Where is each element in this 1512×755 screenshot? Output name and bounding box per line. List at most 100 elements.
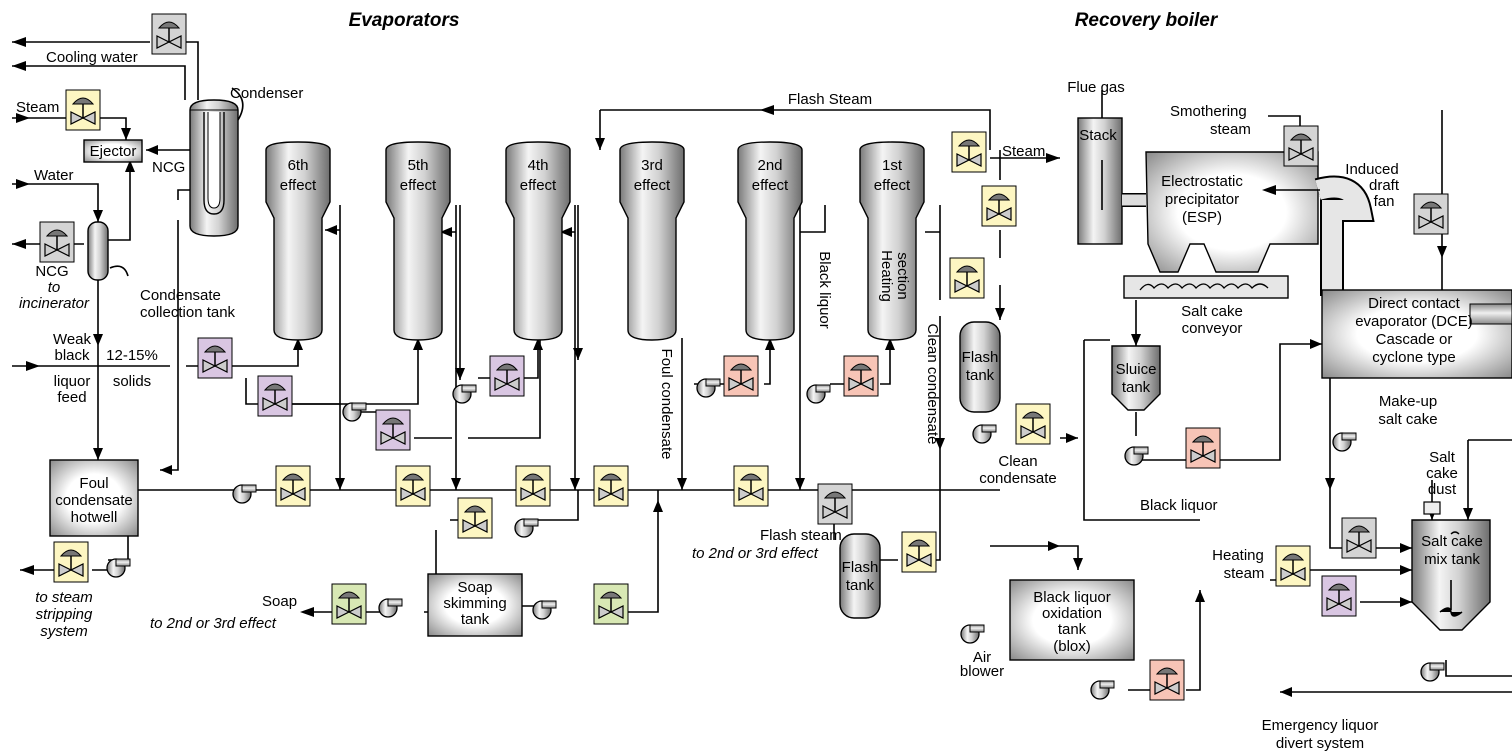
pump-7 — [696, 378, 721, 398]
control-valve-27 — [1185, 427, 1221, 469]
ejector-label: Ejector — [90, 143, 137, 160]
evaporator-effects — [265, 141, 925, 341]
clean-condensate-label-1: Clean — [998, 453, 1037, 470]
flash-tank-label-1: Flash — [962, 349, 999, 366]
flash-tank2-label-2: tank — [846, 577, 875, 594]
blower-label: blower — [960, 663, 1004, 680]
saltdust-label-2: cake — [1426, 465, 1458, 482]
effect-2-column — [737, 141, 803, 341]
ncg-to-label: to — [48, 279, 61, 296]
condensate-tank-label-2: collection tank — [140, 304, 236, 321]
stack-label: Stack — [1079, 127, 1117, 144]
electrostatic-precipitator — [1145, 151, 1319, 273]
black-liquor-vertical-label: Black liquor — [816, 251, 833, 329]
control-valve-8 — [275, 465, 311, 507]
pump-9 — [106, 558, 131, 578]
control-valve-19 — [1015, 403, 1051, 445]
effect-6-label-2: effect — [280, 177, 317, 194]
control-valve-29 — [1275, 545, 1311, 587]
control-valve-6 — [375, 409, 411, 451]
evaporators-header: Evaporators — [349, 10, 460, 31]
cooling-water-label: Cooling water — [46, 49, 138, 66]
esp-label-3: (ESP) — [1182, 209, 1222, 226]
ncg-condenser-label: NCG — [152, 159, 185, 176]
pumps — [106, 378, 1445, 700]
ejector-box — [83, 139, 143, 163]
ncg-incinerator-label: incinerator — [19, 295, 90, 312]
heating-section-label: Heating section — [878, 250, 911, 302]
black-liquor-label: Black liquor — [1140, 497, 1218, 514]
control-valve-20 — [817, 483, 853, 525]
esp-label-2: precipitator — [1165, 191, 1239, 208]
makeup-label-2: salt cake — [1378, 411, 1437, 428]
control-valve-10 — [515, 465, 551, 507]
esp-label-1: Electrostatic — [1161, 173, 1243, 190]
smothering-label-1: Smothering — [1170, 103, 1247, 120]
black-liquor-oxidation-tank — [1009, 579, 1135, 661]
sluice-label-2: tank — [1122, 379, 1151, 396]
air-label: Air — [973, 649, 991, 666]
ncg-out-label: NCG — [35, 263, 68, 280]
effect-3-label-2: effect — [634, 177, 671, 194]
effect-2-label-2: effect — [752, 177, 789, 194]
control-valve-18 — [949, 257, 985, 299]
steam-left-label: Steam — [16, 99, 59, 116]
condenser-unit — [189, 87, 244, 237]
salt-cake-conveyor — [1123, 275, 1289, 299]
to-steam-label-3: system — [40, 623, 88, 640]
foul-hotwell-label-1: Foul — [79, 475, 108, 492]
stack — [1077, 117, 1123, 245]
flash-steam-dest-label: to 2nd or 3rd effect — [692, 545, 819, 562]
feed-label: feed — [57, 389, 86, 406]
direct-contact-evaporator — [1321, 289, 1512, 379]
emergency-label-2: divert system — [1276, 735, 1364, 752]
dce-label-3: Cascade or — [1376, 331, 1453, 348]
recovery-boiler-header: Recovery boiler — [1075, 10, 1219, 31]
flash-steam-low-label: Flash steam — [760, 527, 842, 544]
soap-tank-label-2: skimming — [443, 595, 506, 612]
control-valve-25 — [1283, 125, 1319, 167]
soap-label: Soap — [262, 593, 297, 610]
svg-text:Heating: Heating — [878, 250, 895, 302]
pump-10 — [972, 424, 997, 444]
saltdust-label-3: dust — [1428, 481, 1457, 498]
control-valve-26 — [1413, 193, 1449, 235]
sluice-tank — [1111, 345, 1161, 411]
induced-label-2: draft — [1369, 177, 1400, 194]
salt-conveyor-label-2: conveyor — [1182, 320, 1243, 337]
effect-1-column — [859, 141, 925, 341]
flash-tank-right — [959, 321, 1001, 413]
control-valve-13 — [457, 497, 493, 539]
control-valve-14 — [723, 355, 759, 397]
control-valve-3 — [39, 221, 75, 263]
heating-steam-label-2: steam — [1224, 565, 1265, 582]
pump-8 — [806, 384, 831, 404]
effect-3-label-1: 3rd — [641, 157, 663, 174]
pump-12 — [1332, 432, 1357, 452]
control-valve-9 — [395, 465, 431, 507]
pump-14 — [960, 624, 985, 644]
soap-skimming-tank — [427, 573, 523, 637]
effect-6-label-1: 6th — [288, 157, 309, 174]
pump-2 — [342, 402, 367, 422]
blox-label-1: Black liquor — [1033, 589, 1111, 606]
to-steam-label-1: to steam — [35, 589, 93, 606]
control-valve-2 — [65, 89, 101, 131]
condenser-label: Condenser — [230, 85, 303, 102]
pct-solids-label: 12-15% — [106, 347, 158, 364]
effect-2-label-1: 2nd — [757, 157, 782, 174]
effect-1-label-2: effect — [874, 177, 911, 194]
liquor-label: liquor — [54, 373, 91, 390]
dce-label-1: Direct contact — [1368, 295, 1461, 312]
effect-labels: 6th effect 5th effect 4th effect 3rd eff… — [280, 157, 911, 194]
control-valve-1 — [151, 13, 187, 55]
effect-5-column — [385, 141, 451, 341]
effect-4-label-2: effect — [520, 177, 557, 194]
effect-6-column — [265, 141, 331, 341]
induced-label-3: fan — [1374, 193, 1395, 210]
foul-condensate-hotwell — [49, 459, 139, 537]
pump-1 — [232, 484, 257, 504]
control-valve-28 — [1341, 517, 1377, 559]
effect-4-column — [505, 141, 571, 341]
